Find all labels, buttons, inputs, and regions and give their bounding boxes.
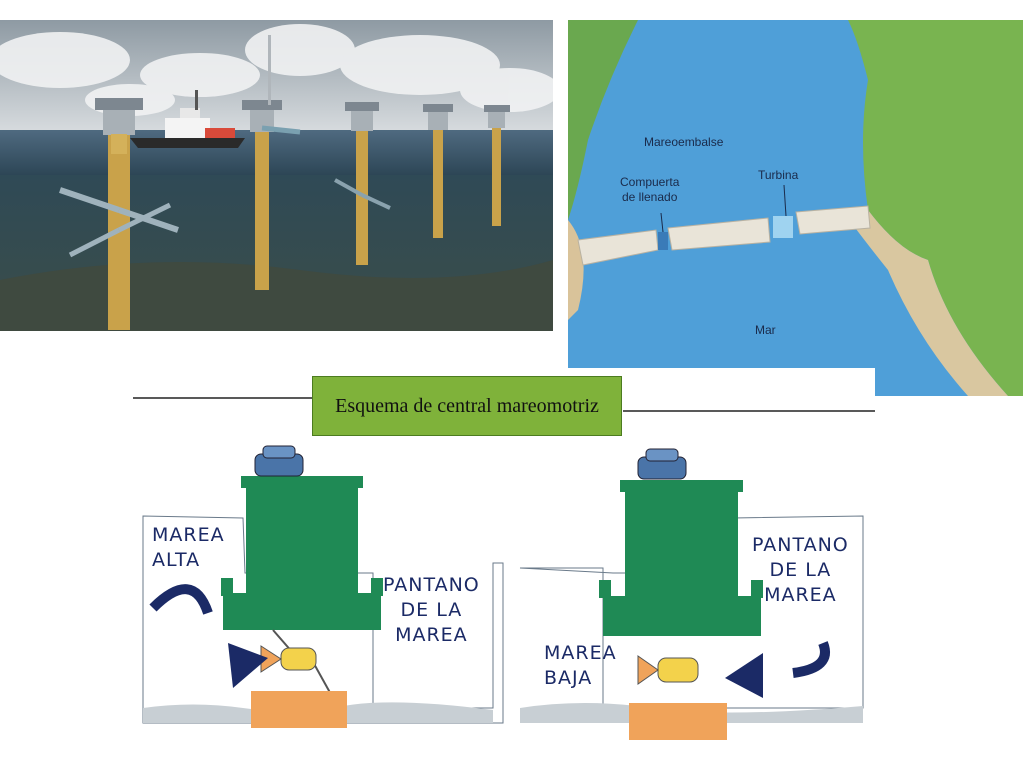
car-icon xyxy=(254,445,304,477)
turbine-base-left xyxy=(251,691,347,728)
sea-surface xyxy=(0,130,553,175)
dam-left xyxy=(223,488,381,630)
seabed xyxy=(0,260,553,331)
scheme-panel xyxy=(133,368,875,768)
offshore-turbines-image xyxy=(0,20,553,331)
reservoir-label: Mareoembalse xyxy=(644,135,724,149)
scheme-title: Esquema de central mareomotriz xyxy=(335,394,599,417)
turbine-tower xyxy=(59,98,179,330)
flow-arrow-left xyxy=(149,584,213,615)
filling-gate xyxy=(658,232,668,250)
right-land xyxy=(848,20,1023,396)
dam-top-left xyxy=(241,476,363,488)
right-cliff xyxy=(853,210,1008,396)
right-marsh-label: PANTANO DE LA MAREA xyxy=(752,534,849,606)
flow-arrow-right xyxy=(792,641,830,678)
turbine-outflow xyxy=(773,216,793,238)
left-land xyxy=(568,20,638,220)
car-icon xyxy=(637,448,687,480)
gate-label: Compuerta de llenado xyxy=(620,175,680,204)
turbine-leader xyxy=(783,184,787,217)
turbine-tower xyxy=(423,104,453,238)
turbine-tower xyxy=(334,102,391,265)
gate-leader xyxy=(660,212,664,233)
left-marsh-label: PANTANO DE LA MAREA xyxy=(383,574,480,646)
boat xyxy=(130,90,245,148)
scheme-title-box: Esquema de central mareomotriz xyxy=(312,376,622,436)
right-diagram xyxy=(519,448,864,740)
barrage xyxy=(577,205,871,266)
high-tide-label: MAREA ALTA xyxy=(152,524,225,571)
turbine-tower xyxy=(242,35,301,290)
barrage-map: Mareoembalse Compuerta de llenado Turbin… xyxy=(568,20,1023,396)
turbine-tower xyxy=(484,105,510,226)
turbine-label: Turbina xyxy=(758,168,799,182)
sea-label: Mar xyxy=(755,323,776,337)
dam-top-right xyxy=(620,480,743,492)
dam-right xyxy=(603,492,761,636)
turbine-icon xyxy=(637,655,699,685)
left-diagram xyxy=(142,445,504,728)
turbine-base-right xyxy=(629,703,727,740)
turbine-icon xyxy=(260,645,317,673)
low-tide-label: MAREA BAJA xyxy=(544,642,617,689)
